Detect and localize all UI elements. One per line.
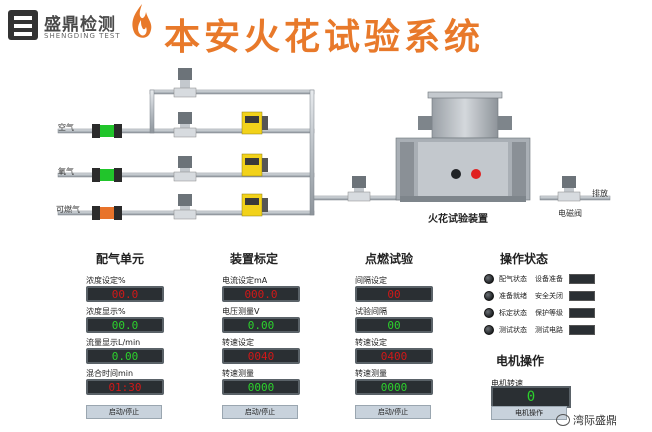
calib-voltage-display: 0.00: [222, 317, 300, 333]
mass-flow-controllers: [241, 111, 268, 217]
logo-text: 盛鼎检测: [44, 15, 116, 35]
status-label: 准备就绪: [499, 292, 527, 300]
status-lamp-icon: [484, 325, 494, 335]
calibration-panel: 装置标定 电流设定mA 000.0 电压测量V 0.00 转速设定 0040 转…: [222, 250, 362, 419]
status-lamp-icon: [484, 274, 494, 284]
calib-f4-label: 转速测量: [222, 369, 254, 378]
solenoid-valves: [173, 68, 581, 220]
ignition-interval-setpoint[interactable]: 00: [355, 286, 433, 302]
calib-start-stop-button[interactable]: 启动/停止: [222, 405, 298, 419]
status-label: 测试状态: [499, 326, 527, 334]
gas-f3-label: 流量显示L/min: [86, 338, 141, 347]
gas-flow-display: 0.00: [86, 348, 164, 364]
gas-air-label: 空气: [58, 123, 74, 132]
gas-f2-label: 浓度显示%: [86, 307, 126, 316]
schematic-diagram: [57, 68, 611, 220]
gas-concentration-setpoint[interactable]: 00.0: [86, 286, 164, 302]
logo-subtext: SHENGDING TEST: [44, 32, 121, 40]
gas-start-stop-button[interactable]: 启动/停止: [86, 405, 162, 419]
status-label: 标定状态: [499, 309, 527, 317]
status-row: 标定状态 保护等级: [484, 308, 595, 318]
motor-speed-label: 电机转速: [491, 379, 523, 388]
flow-meters: [92, 124, 122, 220]
calib-f1-label: 电流设定mA: [222, 276, 268, 285]
calib-f2-label: 电压测量V: [222, 307, 260, 316]
status-lamp-icon: [484, 291, 494, 301]
gas-schematic: 空气 氧气 可燃气 火花试验装置 电磁阀 排放: [0, 56, 652, 232]
calib-speed-setpoint[interactable]: 0040: [222, 348, 300, 364]
ignition-test-panel: 点燃试验 间隔设定 00 试验间隔 00 转速设定 0400 转速测量 0000…: [355, 250, 495, 419]
calib-current-setpoint[interactable]: 000.0: [222, 286, 300, 302]
calib-f3-label: 转速设定: [222, 338, 254, 347]
calib-speed-display: 0000: [222, 379, 300, 395]
calib-panel-title: 装置标定: [230, 252, 279, 266]
status-indicator: [569, 274, 595, 284]
watermark-text: 湾际盛鼎: [573, 414, 617, 427]
status-label-2: 安全关闭: [535, 292, 563, 300]
gas-mixing-panel: 配气单元 浓度设定% 00.0 浓度显示% 00.0 流量显示L/min 0.0…: [86, 250, 226, 419]
status-label: 配气状态: [499, 275, 527, 283]
gas-oxygen-label: 氧气: [58, 167, 74, 176]
ignition-panel-title: 点燃试验: [365, 252, 414, 266]
motor-operate-button[interactable]: 电机操作: [491, 406, 567, 420]
company-logo: 盛鼎检测 SHENGDING TEST: [4, 6, 154, 46]
gas-f1-label: 浓度设定%: [86, 276, 126, 285]
ignition-speed-display: 0000: [355, 379, 433, 395]
status-row: 测试状态 测试电路: [484, 325, 595, 335]
status-indicator: [569, 291, 595, 301]
gas-combustible-label: 可燃气: [56, 205, 80, 214]
wechat-icon: [556, 414, 570, 426]
status-indicator: [569, 308, 595, 318]
status-row: 配气状态 设备准备: [484, 274, 595, 284]
ignition-f1-label: 间隔设定: [355, 276, 387, 285]
ignition-start-stop-button[interactable]: 启动/停止: [355, 405, 431, 419]
ignition-f4-label: 转速测量: [355, 369, 387, 378]
valve-label: 电磁阀: [558, 209, 582, 218]
gas-panel-title: 配气单元: [96, 252, 145, 266]
status-label-2: 设备准备: [535, 275, 563, 283]
status-indicator: [569, 325, 595, 335]
device-label: 火花试验装置: [428, 214, 488, 225]
gas-concentration-display: 00.0: [86, 317, 164, 333]
status-label-2: 测试电路: [535, 326, 563, 334]
flame-icon: [132, 4, 152, 38]
status-panel-title: 操作状态: [500, 252, 549, 266]
ignition-f2-label: 试验间隔: [355, 307, 387, 316]
watermark: 湾际盛鼎: [556, 412, 617, 428]
motor-speed-display: 0: [491, 386, 571, 408]
exhaust-label: 排放: [592, 189, 608, 198]
ignition-f3-label: 转速设定: [355, 338, 387, 347]
status-lamp-icon: [484, 308, 494, 318]
page-title: 本安火花试验系统: [164, 16, 485, 58]
status-row: 准备就绪 安全关闭: [484, 291, 595, 301]
ignition-speed-setpoint[interactable]: 0400: [355, 348, 433, 364]
spark-test-apparatus: [395, 91, 531, 202]
gas-mix-time-setpoint[interactable]: 01:30: [86, 379, 164, 395]
status-label-2: 保护等级: [535, 309, 563, 317]
logo-mark-icon: [8, 10, 38, 40]
motor-panel-title: 电机操作: [496, 354, 545, 368]
ignition-interval-display: 00: [355, 317, 433, 333]
gas-f4-label: 混合时间min: [86, 369, 134, 378]
